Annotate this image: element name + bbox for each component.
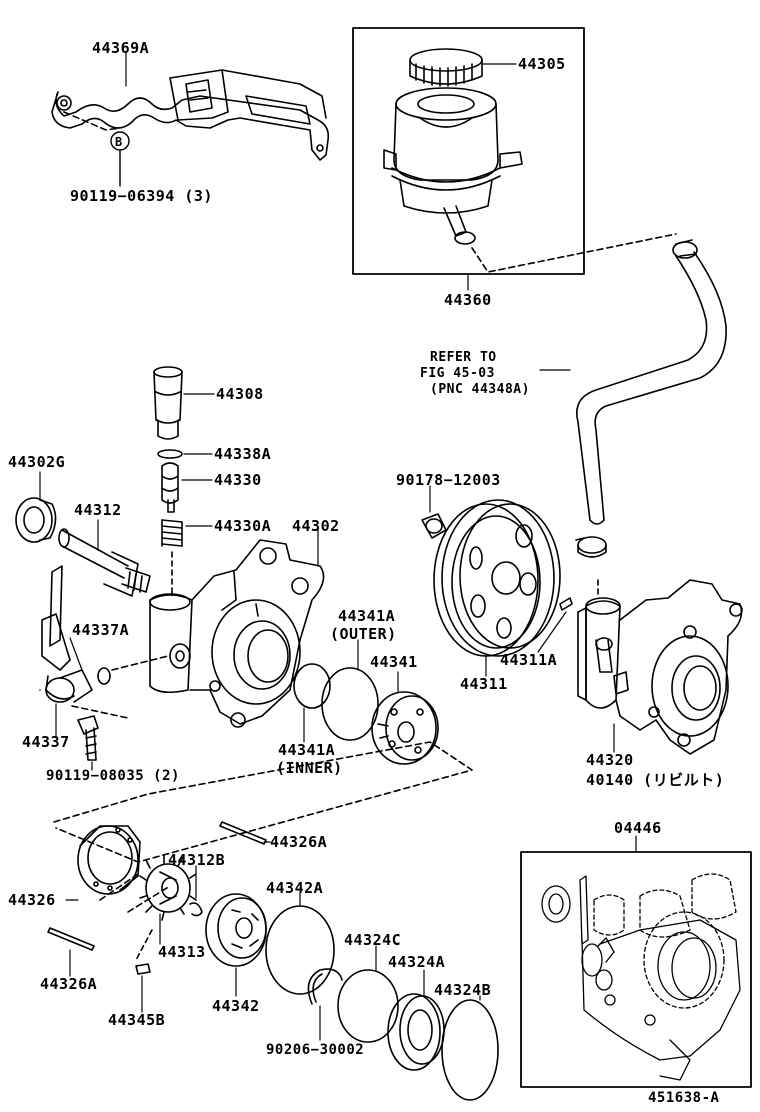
label-44324C: 44324C [344, 931, 402, 949]
pulley-44311 [433, 499, 561, 657]
o-ring-44337A [97, 667, 111, 685]
label-44342A: 44342A [266, 879, 324, 897]
label-44311: 44311 [460, 675, 508, 693]
label-90178-12003: 90178−12003 [396, 471, 501, 489]
snap-ring-44324B [441, 999, 499, 1101]
label-refer-line2: FIG 45-03 [420, 366, 495, 381]
label-44302G: 44302G [8, 453, 66, 471]
label-b-circle: B [115, 135, 123, 149]
label-44338A: 44338A [214, 445, 272, 463]
label-inner: (INNER) [276, 759, 343, 777]
label-refer-line3: (PNC 44348A) [430, 382, 530, 397]
spring-44330A [161, 519, 183, 547]
reservoir-cap-44305 [409, 48, 483, 87]
union-44337 [41, 565, 93, 703]
label-44341A-inner: 44341A [278, 741, 336, 759]
leader-dashed-b [63, 111, 121, 131]
shaft-44312 [58, 528, 151, 597]
o-ring-outer-44341A [321, 667, 379, 741]
label-44342: 44342 [212, 997, 260, 1015]
cam-ring-44341 [371, 691, 439, 765]
label-90119-06394: 90119−06394 (3) [70, 187, 213, 205]
o-ring-44342A [265, 905, 335, 995]
reservoir-tank [383, 87, 523, 245]
assembly-boundary [53, 741, 473, 863]
hose-clamp [575, 536, 607, 558]
label-40140: 40140 (リビルト) [586, 771, 725, 789]
oil-seal-44302G [15, 497, 57, 543]
key-44311A [559, 597, 573, 611]
label-outer: (OUTER) [330, 625, 397, 643]
label-44341A-outer: 44341A [338, 607, 396, 625]
label-44324B: 44324B [434, 981, 492, 999]
seal-44324A [387, 993, 445, 1071]
label-44308: 44308 [216, 385, 264, 403]
label-04446: 04446 [614, 819, 662, 837]
label-refer-line1: REFER TO [430, 350, 497, 365]
hose [576, 239, 727, 525]
vane-44345B [135, 963, 151, 975]
label-44345B: 44345B [108, 1011, 166, 1029]
side-plate-44342 [205, 893, 267, 967]
label-44312B: 44312B [168, 851, 226, 869]
relief-valve-44308 [153, 366, 183, 440]
label-90119-08035: 90119−08035 (2) [46, 768, 180, 784]
label-44369A: 44369A [92, 39, 150, 57]
nut-90178-12003 [421, 513, 447, 539]
label-44337: 44337 [22, 733, 70, 751]
label-44326: 44326 [8, 891, 56, 909]
pump-body-44302 [149, 539, 325, 728]
o-ring-44324C [337, 969, 399, 1043]
label-44320: 44320 [586, 751, 634, 769]
label-44337A: 44337A [72, 621, 130, 639]
pin-44326A-bottom [47, 927, 95, 951]
label-44330: 44330 [214, 471, 262, 489]
snap-ring-90206-30002 [307, 968, 343, 1005]
label-44302: 44302 [292, 517, 340, 535]
label-44311A: 44311A [500, 651, 558, 669]
seal-kit-drawing [541, 873, 741, 1081]
pin-44326A-top [219, 821, 267, 845]
figure-id: 451638-A [648, 1090, 720, 1106]
label-44360: 44360 [444, 291, 492, 309]
label-44326A-bottom: 44326A [40, 975, 98, 993]
leader-dashed-reservoir [471, 233, 677, 273]
rotor-44313 [139, 855, 197, 921]
flow-valve-44330 [161, 462, 179, 513]
pump-assembly-44320 [577, 579, 743, 755]
snap-ring-44312B [189, 902, 203, 917]
label-44312: 44312 [74, 501, 122, 519]
bracket-44369A [51, 69, 330, 161]
label-44324A: 44324A [388, 953, 446, 971]
b-circle [110, 131, 130, 151]
label-90206-30002: 90206−30002 [266, 1042, 365, 1058]
o-ring-inner-44341A [293, 663, 331, 709]
label-44326A-top: 44326A [270, 833, 328, 851]
bolt-90119-08035 [77, 715, 99, 761]
label-44305: 44305 [518, 55, 566, 73]
housing-44326 [77, 825, 141, 895]
label-44313: 44313 [158, 943, 206, 961]
label-44341: 44341 [370, 653, 418, 671]
o-ring-44338A [157, 449, 183, 459]
label-44330A: 44330A [214, 517, 272, 535]
